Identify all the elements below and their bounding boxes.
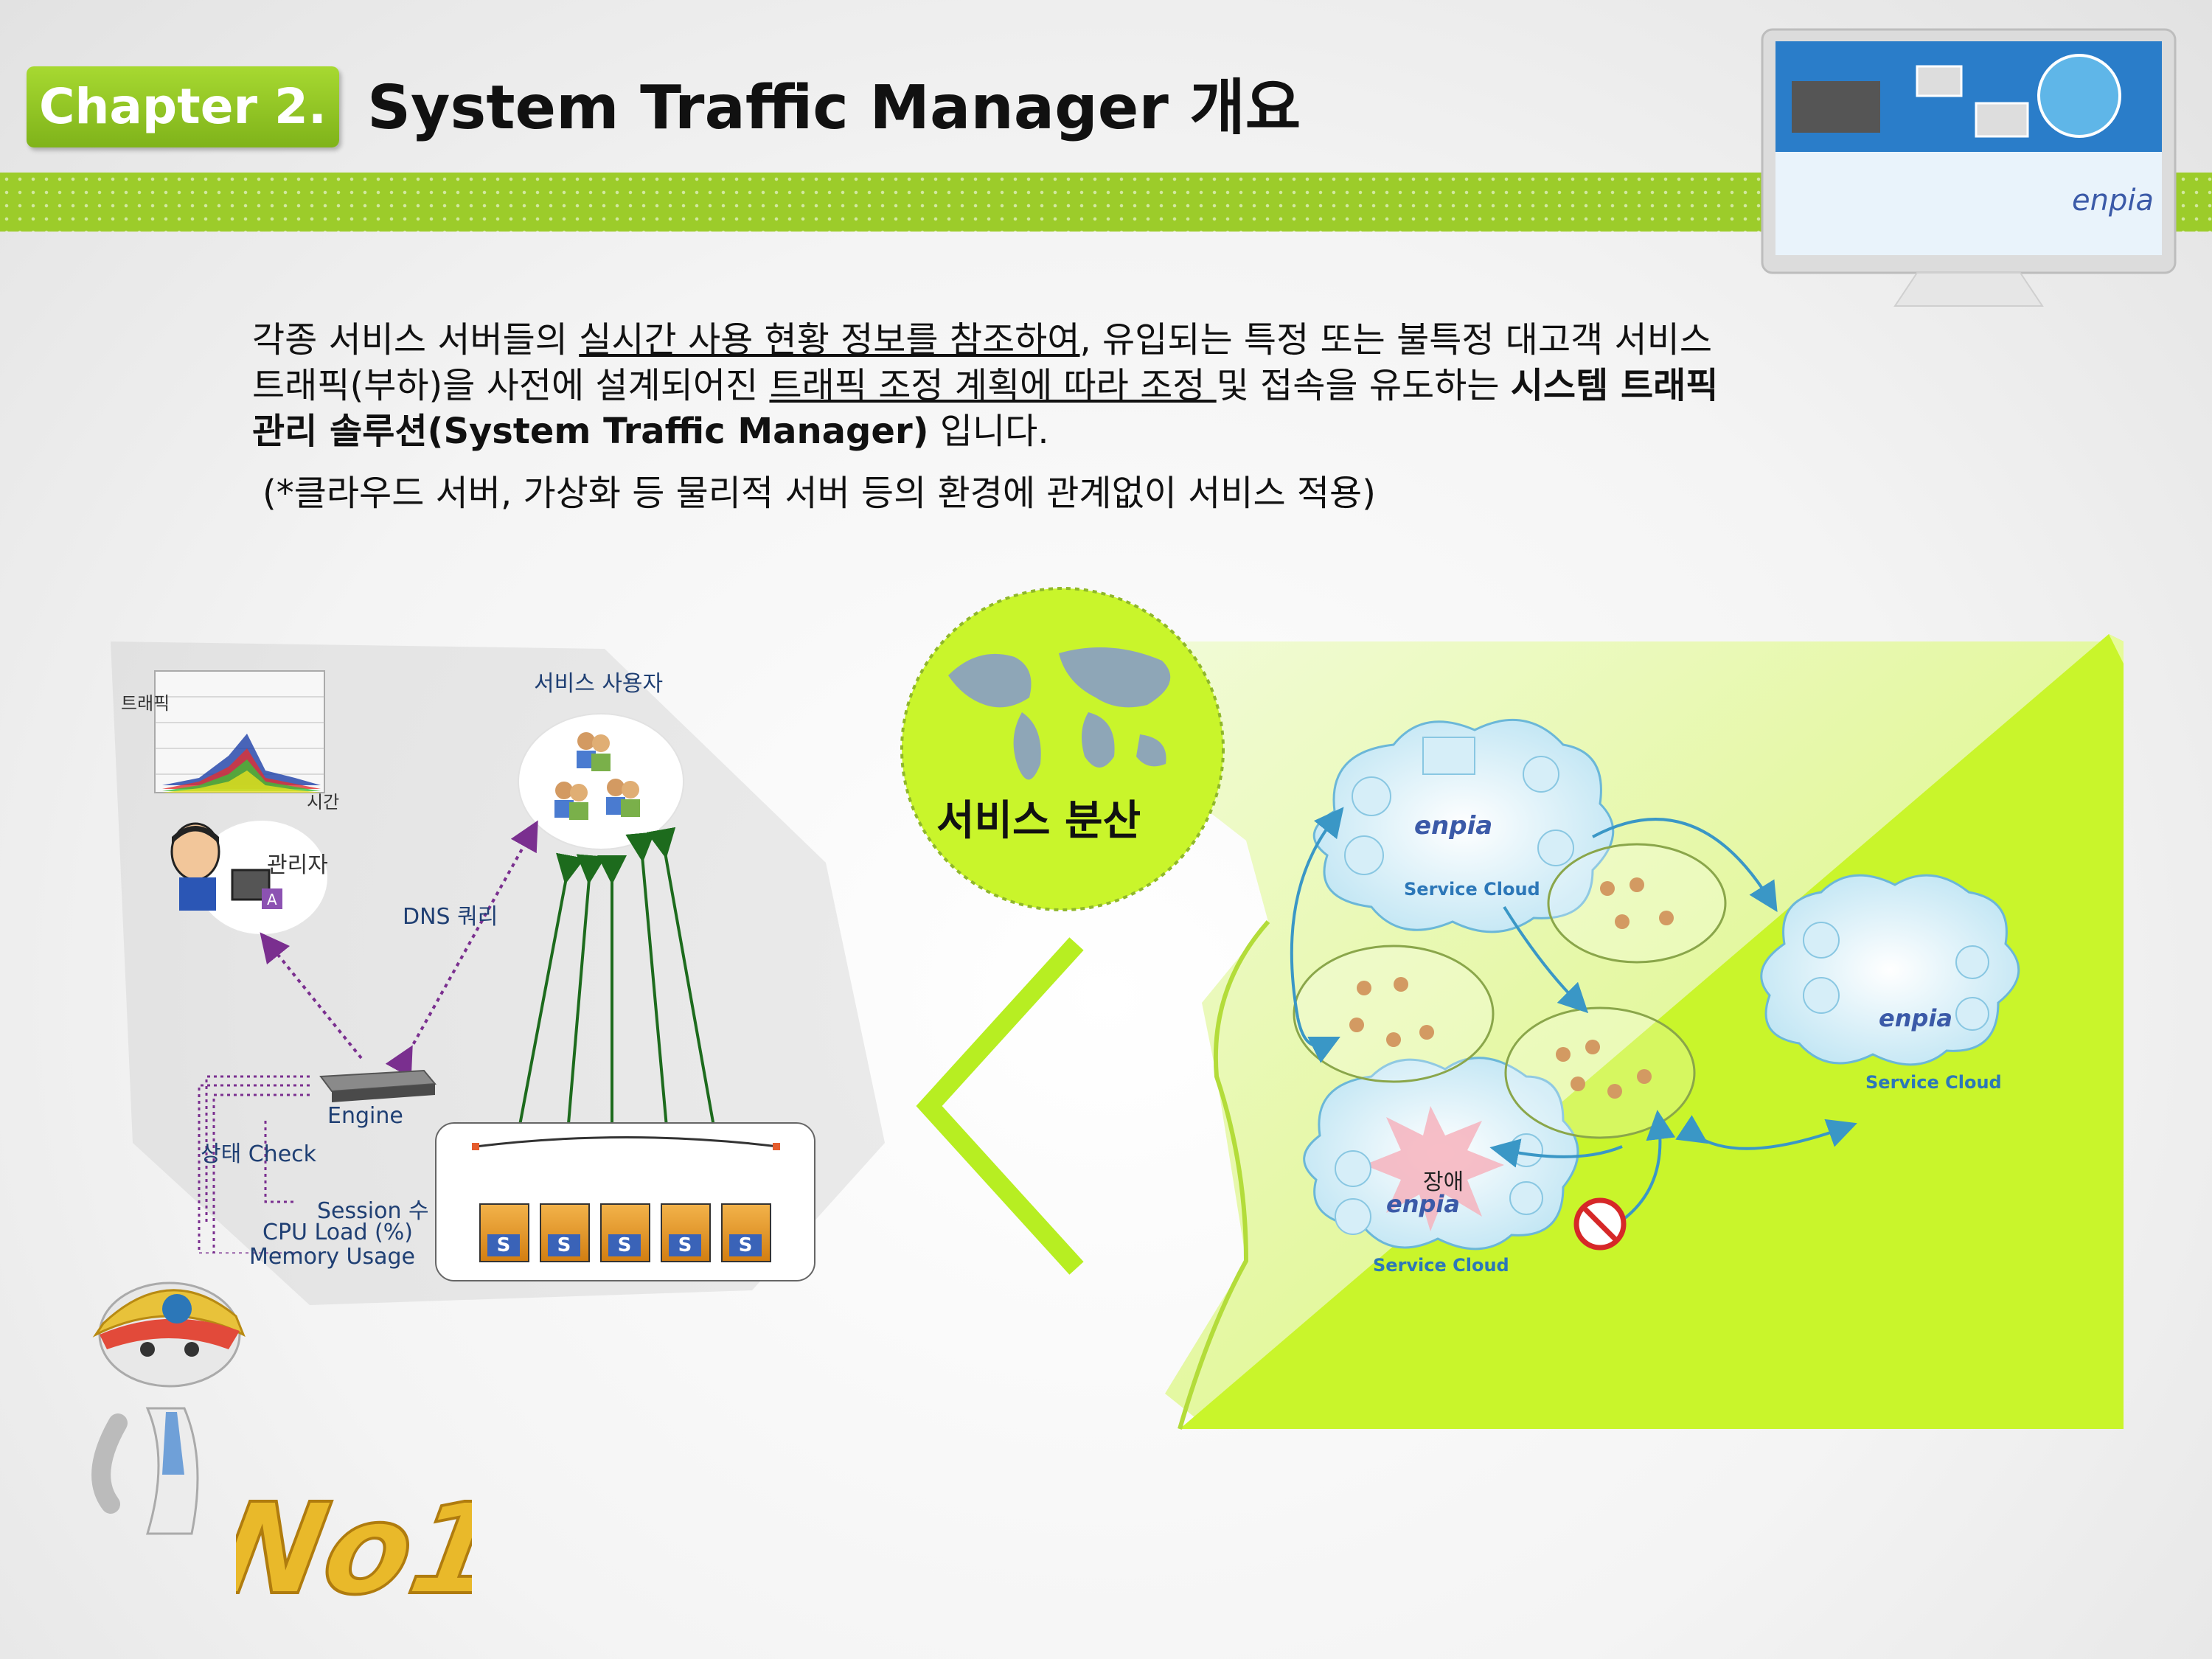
users-label: 서비스 사용자 [534, 665, 663, 698]
page-title: System Traffic Manager 개요 [367, 68, 1301, 149]
server-icon: S [661, 1203, 711, 1262]
cpu-load-label: CPU Load (%) [262, 1220, 413, 1245]
description-line-3: 관리 솔루션(System Traffic Manager) 입니다. [252, 408, 1049, 454]
service-cloud-right [1761, 875, 2019, 1065]
engine-server-icon [313, 1062, 439, 1106]
service-distribution-label: 서비스 분산 [936, 787, 1141, 847]
server-icon: S [479, 1203, 529, 1262]
prohibited-icon [1576, 1200, 1624, 1248]
dns-query-label: DNS 쿼리 [403, 898, 498, 931]
chapter-badge: Chapter 2. [27, 66, 339, 147]
server-row: S S S S S [479, 1203, 771, 1262]
cloud-label-failure: Service Cloud [1373, 1255, 1509, 1276]
globe-circle [897, 587, 1228, 911]
cloud-network [1283, 708, 2079, 1342]
status-check-label: 상태 Check [201, 1135, 316, 1168]
engine-label: Engine [327, 1103, 403, 1129]
cloud-brand-right: enpia [1879, 1004, 1952, 1032]
cloud-label-top: Service Cloud [1404, 879, 1540, 900]
cloud-brand-top: enpia [1414, 811, 1492, 841]
description-line-2: 트래픽(부하)을 사전에 설계되어진 트래픽 조정 계획에 따라 조정 및 접속… [252, 363, 1718, 408]
svg-text:No1: No1 [236, 1477, 472, 1622]
server-icon: S [600, 1203, 650, 1262]
server-icon: S [721, 1203, 771, 1262]
time-axis-label: 시간 [307, 787, 339, 813]
description-line-1: 각종 서비스 서버들의 실시간 사용 현황 정보를 참조하여, 유입되는 특정 … [252, 317, 1712, 363]
user-group-ellipse [1506, 1008, 1694, 1138]
monitor-illustration: enpia [1747, 22, 2190, 332]
cloud-brand-failure: enpia [1386, 1190, 1460, 1218]
server-icon: S [540, 1203, 590, 1262]
user-group-ellipse [1548, 844, 1725, 962]
description-note: (*클라우드 서버, 가상화 등 물리적 서버 등의 환경에 관계없이 서비스 … [262, 470, 1376, 516]
traffic-axis-label: 트래픽 [121, 689, 170, 714]
cloud-label-right: Service Cloud [1865, 1072, 2002, 1093]
monitor-brand: enpia [2072, 184, 2154, 218]
user-group-ellipse [1294, 946, 1493, 1082]
no1-badge: No1 [236, 1423, 472, 1622]
server-pool-cable [472, 1132, 782, 1161]
